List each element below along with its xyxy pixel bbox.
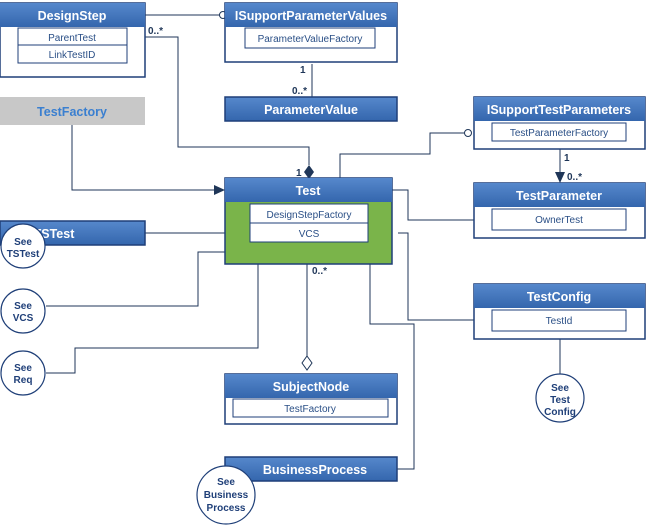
class-name: TestConfig xyxy=(527,290,591,304)
attribute: ParameterValueFactory xyxy=(258,34,363,45)
connector-test-itestparams xyxy=(339,132,465,178)
mult-paramvalues-many: 0..* xyxy=(292,86,307,97)
connector-seevcs-test xyxy=(46,251,225,307)
see-label: See xyxy=(217,477,235,488)
connector-test-testparam xyxy=(392,189,474,221)
connector-testfactory-test xyxy=(71,125,216,191)
class-name: TestParameter xyxy=(516,189,602,203)
class-test[interactable]: Test DesignStepFactory VCS xyxy=(224,177,393,265)
mult-test-subject-many: 0..* xyxy=(312,266,327,277)
connector-designstep-test xyxy=(128,36,310,165)
attribute: TestFactory xyxy=(284,404,336,415)
see-label: Config xyxy=(544,407,576,418)
see-label: Business xyxy=(204,490,249,501)
see-label: See xyxy=(551,383,569,394)
see-req-link[interactable]: See Req xyxy=(0,350,46,396)
mult-designstep-test: 0..* xyxy=(148,26,163,37)
class-name: DesignStep xyxy=(38,9,107,23)
class-name: BusinessProcess xyxy=(263,463,367,477)
see-label: See xyxy=(14,363,32,374)
mult-testparams-many: 0..* xyxy=(567,172,582,183)
class-parametervalue[interactable]: ParameterValue xyxy=(224,96,398,122)
class-name: ISupportTestParameters xyxy=(487,103,631,117)
class-testfactory[interactable]: TestFactory xyxy=(0,97,145,125)
class-testparameter[interactable]: TestParameter OwnerTest xyxy=(473,182,646,239)
class-name: SubjectNode xyxy=(273,380,349,394)
attribute: ParentTest xyxy=(48,33,96,44)
attribute: DesignStepFactory xyxy=(266,210,351,221)
see-label: VCS xyxy=(13,313,34,324)
class-isupporttestparameters[interactable]: ISupportTestParameters TestParameterFact… xyxy=(473,96,646,150)
attribute: OwnerTest xyxy=(535,215,583,226)
connectors xyxy=(46,11,565,470)
see-label: See xyxy=(14,237,32,248)
composition-diamond-icon xyxy=(304,165,314,179)
see-tstest-link[interactable]: See TSTest xyxy=(0,223,46,269)
attribute: TestId xyxy=(546,316,573,327)
see-label: See xyxy=(14,301,32,312)
multiplicity-labels: 0..* 1 0..* 1 1 0..* 0..* xyxy=(148,26,582,277)
see-label: Process xyxy=(207,503,246,514)
attribute: VCS xyxy=(299,229,320,240)
connector-seereq-test xyxy=(46,264,259,374)
mult-test-designstep-one: 1 xyxy=(296,168,302,179)
mult-paramvalues-one: 1 xyxy=(300,65,306,76)
class-testconfig[interactable]: TestConfig TestId xyxy=(473,283,646,340)
class-name: TestFactory xyxy=(37,105,107,119)
see-label: Req xyxy=(14,375,33,386)
see-vcs-link[interactable]: See VCS xyxy=(0,288,46,334)
class-designstep[interactable]: DesignStep ParentTest LinkTestID xyxy=(0,2,146,78)
see-testconfig-link[interactable]: See Test Config xyxy=(535,373,585,423)
mult-testparams-one: 1 xyxy=(564,153,570,164)
arrowhead-icon xyxy=(555,172,565,183)
connector-test-businessprocess xyxy=(369,264,415,470)
attribute: TestParameterFactory xyxy=(510,128,608,139)
class-name: Test xyxy=(296,184,322,198)
attribute: LinkTestID xyxy=(49,50,96,61)
class-isupportparametervalues[interactable]: ISupportParameterValues ParameterValueFa… xyxy=(224,2,398,63)
interface-lollipop-icon xyxy=(464,129,472,137)
see-label: TSTest xyxy=(7,249,40,260)
connector-test-testconfig xyxy=(398,232,474,321)
see-label: Test xyxy=(550,395,570,406)
aggregation-diamond-icon xyxy=(301,355,313,371)
class-subjectnode[interactable]: SubjectNode TestFactory xyxy=(224,373,398,425)
arrowhead-icon xyxy=(214,185,225,195)
class-businessprocess[interactable]: BusinessProcess xyxy=(224,456,398,482)
class-name: TSTest xyxy=(34,227,76,241)
class-name: ParameterValue xyxy=(264,103,358,117)
see-businessprocess-link[interactable]: See Business Process xyxy=(196,465,256,525)
class-name: ISupportParameterValues xyxy=(235,9,387,23)
